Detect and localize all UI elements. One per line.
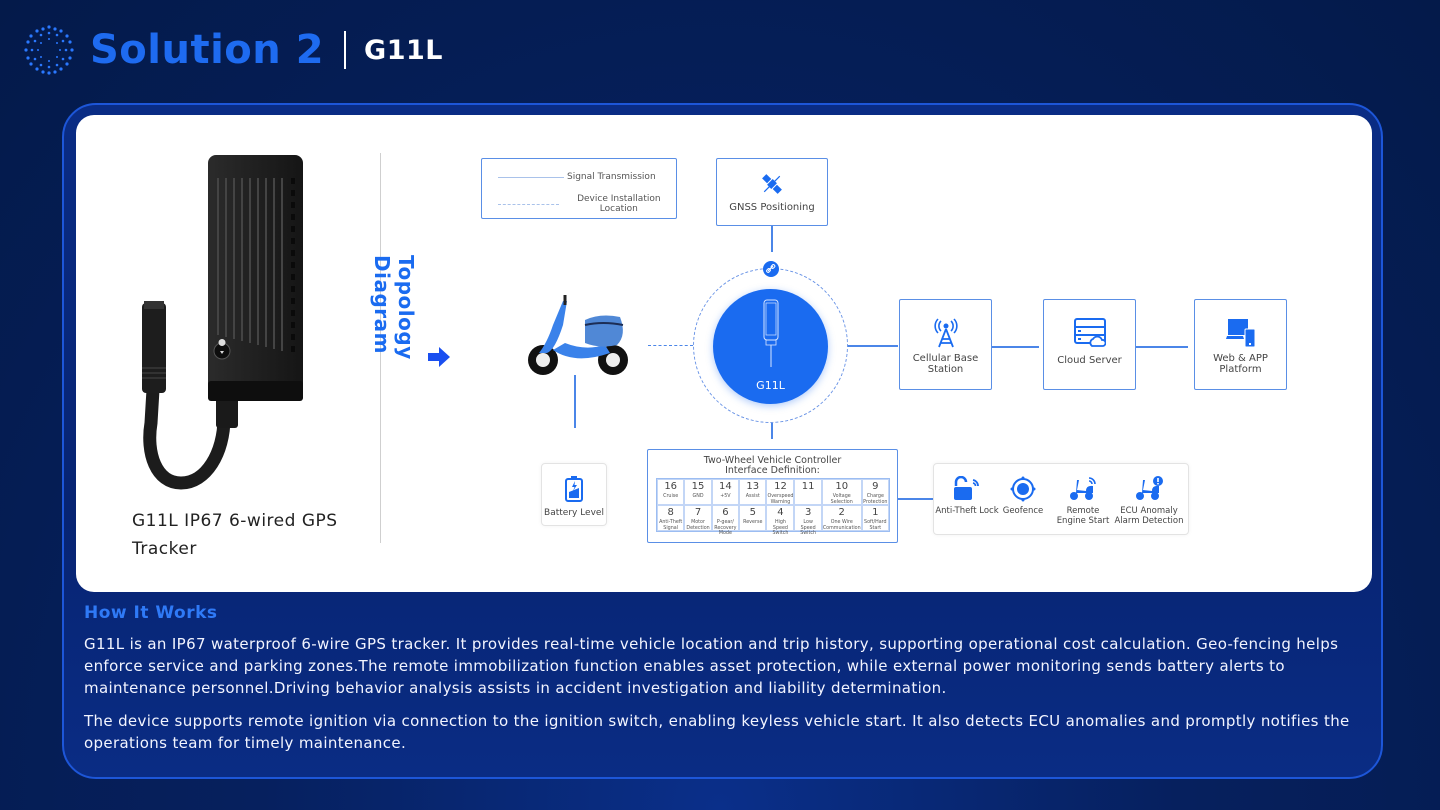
pin-function: Motor Detection (686, 520, 710, 531)
pin-number: 5 (749, 507, 756, 518)
feature-ecu-anomaly: ECU Anomaly Alarm Detection (1114, 476, 1184, 526)
battery-level-box: Battery Level (541, 463, 607, 526)
pin-function: Low Speed Switch (800, 520, 817, 537)
vertical-divider (380, 153, 381, 543)
pin-number: 10 (835, 481, 849, 492)
features-box: Anti-Theft Lock Geofence Remote Engine S… (933, 463, 1189, 535)
topology-card: G11L IP67 6-wired GPS Tracker Topology D… (76, 115, 1372, 592)
dashed-line-swatch (498, 203, 559, 205)
cloud-server-box: Cloud Server (1043, 299, 1136, 390)
desktop-mobile-icon (1225, 319, 1255, 348)
gps-tracker-device-image (142, 155, 303, 490)
link-icon (766, 264, 776, 273)
legend-signal: Signal Transmission (567, 172, 656, 182)
cloud-label: Cloud Server (1057, 355, 1122, 366)
topology-label: Topology Diagram (370, 255, 418, 360)
scooter-alert-icon (1136, 476, 1163, 500)
tracker-outline-icon (763, 299, 779, 367)
pin-function: P-gear/ Recovery Mode (714, 520, 737, 537)
cellular-label: Cellular Base Station (912, 353, 979, 375)
scooter-signal-icon (1070, 477, 1096, 500)
interface-pin-cell: 11 (794, 479, 822, 505)
how-it-works-paragraph-1: G11L is an IP67 waterproof 6-wire GPS tr… (84, 635, 1339, 697)
page-title: Solution 2 (90, 27, 325, 73)
feature-geofence: Geofence (991, 476, 1055, 516)
pin-number: 1 (872, 507, 879, 518)
pin-number: 9 (872, 481, 879, 492)
cell-tower-icon (933, 318, 958, 348)
gnss-label: GNSS Positioning (729, 202, 815, 213)
interface-pin-cell: 14+5V (711, 479, 740, 505)
pin-function: One Wire Communication (822, 520, 861, 531)
interface-definition-box: Two-Wheel Vehicle Controller Interface D… (647, 449, 898, 543)
pin-number: 13 (746, 481, 760, 492)
hexagon-dots-logo-icon (24, 25, 74, 75)
pin-function: High Speed Switch (772, 520, 789, 537)
how-it-works-paragraph-2: The device supports remote ignition via … (84, 712, 1350, 752)
pin-function: GND (692, 494, 704, 499)
feature-remote-engine-start: Remote Engine Start (1051, 476, 1115, 526)
pin-function: Voltage Selection (830, 494, 853, 505)
header: Solution 2 G11L (22, 22, 443, 78)
feature-anti-theft-lock: Anti-Theft Lock (935, 476, 999, 516)
battery-icon (565, 476, 583, 502)
title-divider (344, 31, 347, 69)
pin-number: 12 (774, 481, 787, 492)
how-it-works-heading: How It Works (84, 603, 218, 623)
legend-install: Device Installation Location (577, 194, 661, 214)
link-badge (763, 261, 779, 277)
pin-number: 7 (694, 507, 702, 518)
pin-number: 8 (667, 507, 674, 518)
model-name: G11L (364, 34, 443, 66)
web-app-platform-box: Web & APP Platform (1194, 299, 1287, 390)
pin-function: +5V (720, 494, 731, 499)
pin-function: Overspeed Warning (767, 494, 794, 505)
pin-function: Soft/Hard Start (864, 520, 887, 531)
battery-label: Battery Level (544, 508, 604, 518)
pin-function: Cruise (663, 494, 679, 499)
platform-label: Web & APP Platform (1213, 353, 1268, 375)
pin-function: Charge Protection (863, 494, 888, 505)
solid-line-swatch (498, 176, 564, 178)
cloud-server-icon (1073, 318, 1106, 347)
legend-box: Signal Transmission Device Installation … (481, 158, 677, 219)
pin-number: 6 (722, 507, 729, 518)
pin-number: 14 (719, 481, 732, 492)
satellite-icon (762, 174, 782, 194)
lock-signal-icon (954, 476, 979, 500)
pin-number: 15 (691, 481, 705, 492)
scooter-image (528, 295, 628, 375)
pin-function: Assist (745, 494, 760, 499)
product-caption: G11L IP67 6-wired GPS Tracker (132, 511, 338, 559)
device-label: G11L (756, 379, 785, 392)
cellular-base-station-box: Cellular Base Station (899, 299, 992, 390)
device-circle: G11L (713, 289, 828, 404)
pin-function: Anti-Theft Signal (659, 520, 683, 531)
gnss-box: GNSS Positioning (716, 158, 828, 226)
geofence-icon (1010, 476, 1036, 502)
pin-number: 4 (777, 507, 784, 518)
pin-number: 11 (801, 481, 815, 492)
pin-number: 3 (804, 507, 812, 518)
pin-number: 2 (838, 507, 845, 518)
interface-title: Two-Wheel Vehicle Controller Interface D… (703, 455, 842, 476)
pin-function: Reverse (743, 520, 763, 525)
arrow-right-icon (428, 347, 450, 367)
pin-number: 16 (664, 481, 678, 492)
